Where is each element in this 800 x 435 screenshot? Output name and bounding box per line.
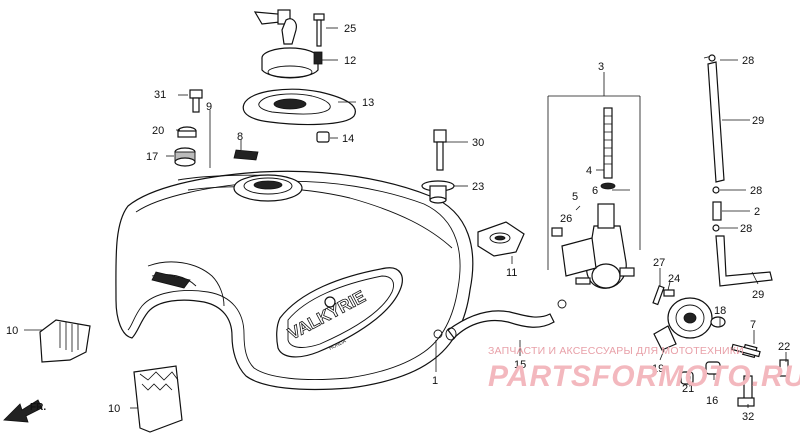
fuel-tank: VALKYRIE HONDA	[115, 170, 474, 391]
screw-22	[779, 359, 789, 377]
callout-8: 8	[237, 131, 243, 143]
pad-8	[233, 149, 259, 161]
callout-32: 32	[742, 411, 754, 423]
bolt-27	[652, 285, 665, 306]
breather-hose-upper	[703, 55, 725, 183]
callout-18: 18	[714, 305, 726, 317]
cap-cover-13	[242, 88, 356, 126]
callout-27: 27	[653, 257, 665, 269]
fr-label: FR.	[30, 402, 46, 413]
callout-25: 25	[344, 23, 356, 35]
callout-13: 13	[362, 97, 374, 109]
collar-20	[177, 126, 197, 138]
rubber-17	[174, 147, 196, 167]
breather-hose-lower	[715, 235, 773, 287]
callout-31: 31	[154, 89, 166, 101]
callout-28-top: 28	[742, 55, 754, 67]
fuel-sensor-19	[653, 297, 713, 351]
callout-2: 2	[754, 206, 760, 218]
bracket-11	[477, 221, 525, 257]
watermark-line2: PARTSFORMOTO.RU	[488, 360, 800, 393]
front-direction-arrow: FR.	[3, 399, 46, 423]
callout-9: 9	[206, 101, 212, 113]
callout-14: 14	[342, 133, 354, 145]
leader-lines	[24, 27, 787, 409]
callout-20: 20	[152, 125, 164, 137]
callout-11: 11	[506, 267, 517, 279]
callout-28-low: 28	[740, 223, 752, 235]
callout-16: 16	[706, 395, 718, 407]
callout-17: 17	[146, 151, 158, 163]
collar-18	[710, 316, 726, 328]
callout-30: 30	[472, 137, 484, 149]
callout-10-lower: 10	[108, 403, 120, 415]
callout-22: 22	[778, 341, 790, 353]
grommet-14	[316, 131, 330, 143]
callout-10-upper: 10	[6, 325, 18, 337]
callout-labels: 25 12 13 14 31 9 20 8 17 30 23 3 28 29 4…	[6, 23, 790, 423]
fuel-hose-15	[445, 310, 555, 341]
callout-3: 3	[598, 61, 604, 73]
callout-23: 23	[472, 181, 484, 193]
gasket-24	[663, 289, 675, 297]
callout-28-mid: 28	[750, 185, 762, 197]
side-cover-10-upper	[39, 319, 91, 363]
callout-1: 1	[432, 375, 438, 387]
side-cover-10-lower	[133, 365, 183, 433]
watermark: ЗАПЧАСТИ И АКСЕССУАРЫ ДЛЯ МОТОТЕХНИКИ PA…	[488, 345, 800, 393]
bolt-7	[730, 343, 761, 359]
bolt-30	[433, 129, 447, 171]
callout-6: 6	[592, 185, 598, 197]
callout-12: 12	[344, 55, 356, 67]
joint-2	[712, 201, 722, 221]
watermark-line1: ЗАПЧАСТИ И АКСЕССУАРЫ ДЛЯ МОТОТЕХНИКИ	[488, 345, 744, 357]
callout-19: 19	[652, 363, 664, 375]
callout-29-lower: 29	[752, 289, 764, 301]
callout-21: 21	[682, 383, 694, 395]
callout-29-upper: 29	[752, 115, 764, 127]
fuel-valve-assembly	[547, 95, 641, 289]
callout-7: 7	[750, 319, 756, 331]
callout-26: 26	[560, 213, 572, 225]
collar-21	[705, 361, 721, 375]
bolt-31	[189, 89, 203, 113]
callout-24: 24	[668, 273, 680, 285]
callout-4: 4	[586, 165, 592, 177]
callout-5: 5	[572, 191, 578, 203]
fuel-cap-assembly	[253, 9, 325, 79]
collar-23	[421, 180, 455, 204]
callout-15: 15	[514, 359, 526, 371]
